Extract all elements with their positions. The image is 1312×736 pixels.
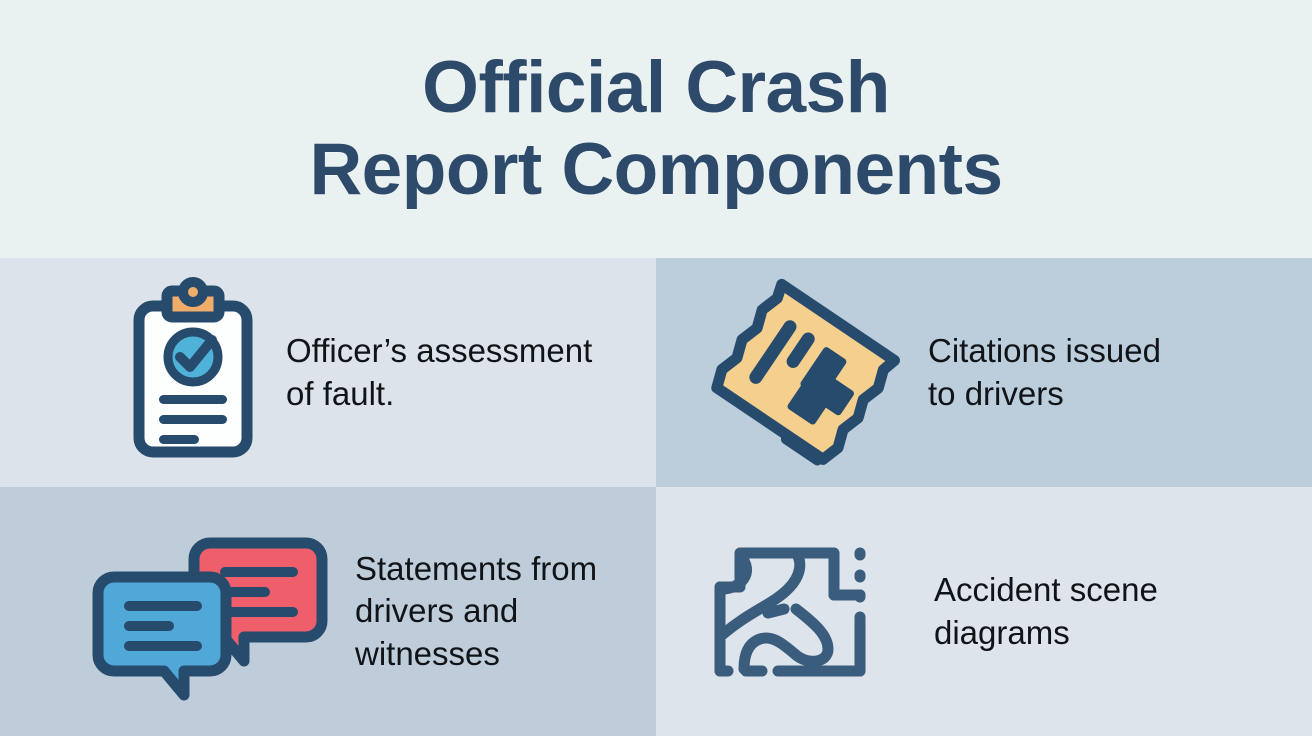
page-title: Official Crash Report Components: [309, 47, 1003, 210]
cell-label-statements: Statements from drivers and witnesses: [355, 550, 598, 672]
cell-label-scene-diagrams: Accident scene diagrams: [934, 571, 1158, 651]
cell-citations-issued[interactable]: Citations issued to drivers: [656, 258, 1312, 487]
clipboard-check-icon: [128, 276, 258, 463]
components-grid: Officer’s assessment of fault.: [0, 258, 1312, 736]
cell-statements[interactable]: Statements from drivers and witnesses: [0, 487, 656, 736]
cell-officers-assessment[interactable]: Officer’s assessment of fault.: [0, 258, 656, 487]
speech-bubbles-icon: [88, 532, 333, 700]
map-diagram-icon: [704, 534, 884, 689]
cell-label-officers-assessment: Officer’s assessment of fault.: [286, 332, 593, 412]
header-band: Official Crash Report Components: [0, 0, 1312, 258]
cell-label-citations-issued: Citations issued to drivers: [928, 332, 1161, 412]
cell-scene-diagrams[interactable]: Accident scene diagrams: [656, 487, 1312, 736]
ticket-citation-icon: [704, 278, 904, 465]
